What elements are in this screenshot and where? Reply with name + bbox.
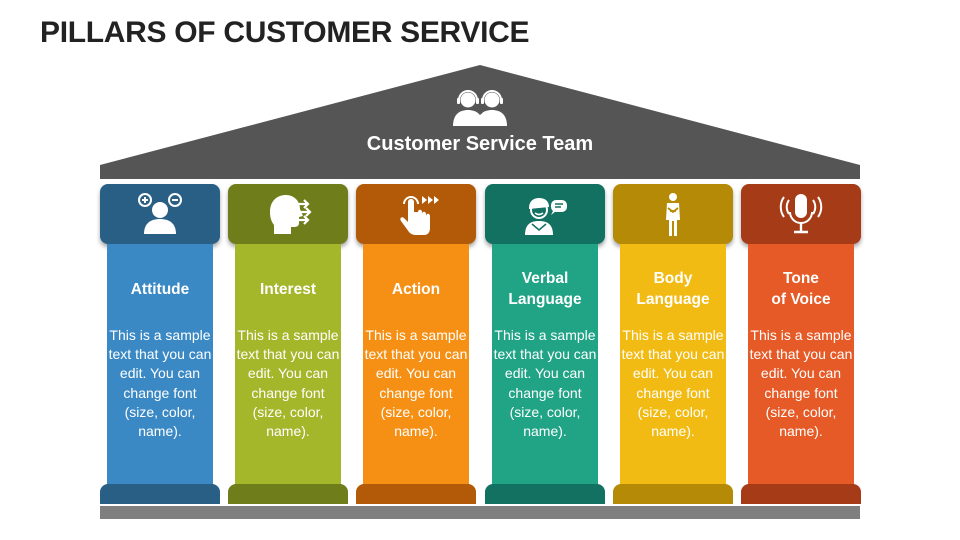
pillar-action: Action This is a sample text that you ca… — [356, 184, 476, 504]
pillar-base — [741, 484, 861, 504]
microphone-icon — [777, 190, 825, 238]
pillar-shaft: Interest This is a sample text that you … — [235, 244, 341, 488]
pillar-text: This is a sample text that you can edit.… — [621, 327, 725, 440]
pillar-base — [100, 484, 220, 504]
floor-bar — [100, 506, 860, 519]
pillar-base — [356, 484, 476, 504]
pillar-base — [485, 484, 605, 504]
pillar-shaft: Action This is a sample text that you ca… — [363, 244, 469, 488]
pillar-tone-of-voice: Tone of Voice This is a sample text that… — [741, 184, 861, 504]
pillar-heading: Body Language — [636, 270, 710, 308]
pillar-text: This is a sample text that you can edit.… — [364, 327, 468, 440]
pillar-heading: Verbal Language — [508, 270, 582, 308]
pillar-cap — [741, 184, 861, 244]
pillar-shaft: Verbal Language This is a sample text th… — [492, 244, 598, 488]
pillar-text: This is a sample text that you can edit.… — [236, 327, 340, 440]
pillar-cap — [485, 184, 605, 244]
pillar-text: This is a sample text that you can edit.… — [749, 327, 853, 440]
customer-service-team-icon — [448, 88, 512, 128]
page-title: PILLARS OF CUSTOMER SERVICE — [40, 16, 530, 49]
pillar-cap — [100, 184, 220, 244]
pillar-shaft: Tone of Voice This is a sample text that… — [748, 244, 854, 488]
pillar-shaft: Body Language This is a sample text that… — [620, 244, 726, 488]
pillar-attitude: Attitude This is a sample text that you … — [100, 184, 220, 504]
pillar-text: This is a sample text that you can edit.… — [108, 327, 212, 440]
pillar-base — [228, 484, 348, 504]
head-arrows-icon — [264, 190, 312, 238]
pillar-heading: Interest — [260, 280, 316, 298]
pillar-text: This is a sample text that you can edit.… — [493, 327, 597, 440]
pillar-verbal-language: Verbal Language This is a sample text th… — [485, 184, 605, 504]
pillar-base — [613, 484, 733, 504]
pillar-cap — [228, 184, 348, 244]
tap-hand-icon — [392, 190, 440, 238]
pillar-shaft: Attitude This is a sample text that you … — [107, 244, 213, 488]
pillar-cap — [613, 184, 733, 244]
pillar-heading: Attitude — [130, 280, 190, 298]
pillar-heading: Tone of Voice — [771, 270, 831, 308]
pillar-interest: Interest This is a sample text that you … — [228, 184, 348, 504]
pillar-body-language: Body Language This is a sample text that… — [613, 184, 733, 504]
attitude-face-plus-minus-icon — [136, 190, 184, 238]
standing-person-icon — [649, 190, 697, 238]
person-speech-bubble-icon — [521, 190, 569, 238]
roof-label: Customer Service Team — [366, 133, 594, 155]
pillar-heading: Action — [391, 280, 441, 298]
pillar-cap — [356, 184, 476, 244]
